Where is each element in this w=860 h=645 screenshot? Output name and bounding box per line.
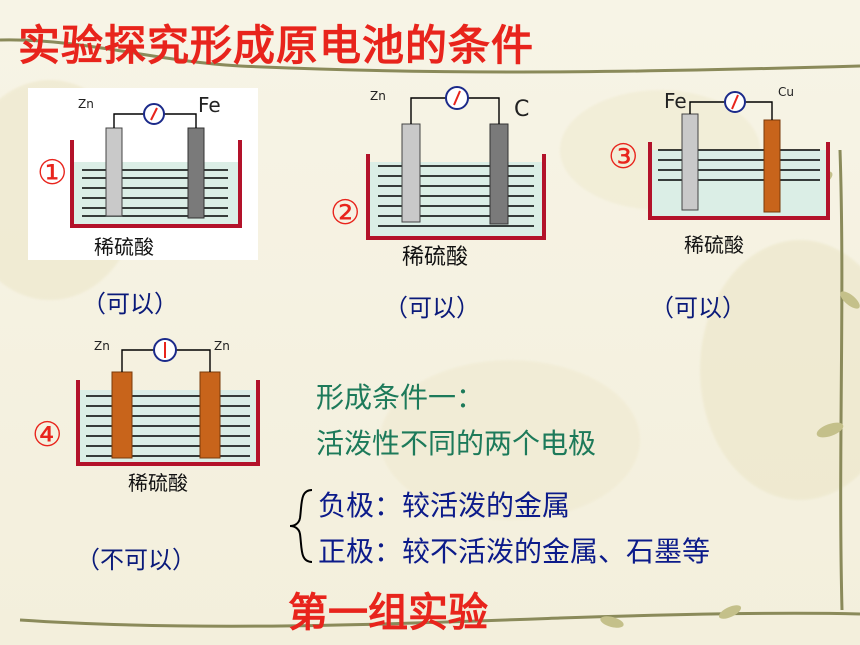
left-electrode-label: Zn bbox=[94, 339, 110, 353]
liquid bbox=[74, 162, 238, 224]
section-footer: 第一组实验 bbox=[288, 589, 488, 636]
condition-heading: 形成条件一： bbox=[316, 381, 485, 414]
beaker bbox=[76, 380, 260, 466]
wire bbox=[113, 113, 144, 128]
experiment-number: ④ bbox=[32, 415, 62, 455]
experiment-2-diagram: ② Zn C 稀硫酸 bbox=[330, 86, 546, 270]
negative-electrode-note: 负极：较活泼的金属 bbox=[318, 489, 571, 522]
background-decoration bbox=[700, 240, 860, 500]
experiment-3-result: （可以） bbox=[650, 294, 746, 322]
experiment-3-diagram: ③ Fe Cu 稀硫酸 bbox=[608, 85, 830, 257]
left-electrode-label: Fe bbox=[664, 89, 687, 113]
solution-label: 稀硫酸 bbox=[94, 235, 154, 259]
wire bbox=[410, 97, 446, 124]
experiment-4-diagram: ④ Zn Zn 稀硫酸 bbox=[32, 338, 260, 495]
beaker bbox=[366, 154, 546, 240]
wire bbox=[746, 101, 773, 120]
curly-brace-icon bbox=[289, 489, 313, 563]
electrode-right bbox=[489, 123, 509, 225]
wire bbox=[176, 349, 211, 372]
experiment-1-diagram: ① Zn Fe 稀硫酸 bbox=[28, 88, 258, 260]
beaker bbox=[648, 142, 830, 220]
experiment-number: ① bbox=[37, 153, 67, 193]
solution-label: 稀硫酸 bbox=[402, 245, 468, 270]
experiment-2-result: （可以） bbox=[384, 294, 480, 322]
right-electrode-label: Cu bbox=[778, 85, 794, 99]
experiment-4-result: （不可以） bbox=[76, 546, 196, 574]
solution-label: 稀硫酸 bbox=[128, 471, 188, 495]
left-electrode-label: Zn bbox=[370, 89, 386, 103]
experiment-1-result: （可以） bbox=[82, 290, 178, 318]
electrode-right bbox=[199, 371, 221, 459]
left-electrode-label: Zn bbox=[78, 97, 94, 111]
electrode-left bbox=[681, 113, 699, 211]
experiment-number: ② bbox=[330, 193, 360, 233]
wire bbox=[164, 113, 197, 128]
right-electrode-label: Fe bbox=[198, 93, 221, 117]
right-electrode-label: C bbox=[514, 97, 529, 122]
electrode-right bbox=[763, 119, 781, 213]
solution-label: 稀硫酸 bbox=[684, 233, 744, 257]
page-title: 实验探究形成原电池的条件 bbox=[18, 21, 535, 70]
electrode-right bbox=[187, 127, 205, 219]
condition-text: 活泼性不同的两个电极 bbox=[316, 427, 597, 460]
liquid bbox=[652, 150, 826, 216]
electrode-left bbox=[401, 123, 421, 223]
positive-electrode-note: 正极：较不活泼的金属、石墨等 bbox=[318, 535, 711, 568]
electrode-left bbox=[111, 371, 133, 459]
background-decoration bbox=[380, 360, 640, 520]
electrode-left bbox=[105, 127, 123, 217]
liquid bbox=[370, 162, 542, 236]
wire bbox=[121, 349, 154, 372]
beaker bbox=[70, 140, 242, 228]
experiment-number: ③ bbox=[608, 137, 638, 177]
wire bbox=[468, 97, 500, 124]
right-electrode-label: Zn bbox=[214, 339, 230, 353]
wire bbox=[689, 101, 724, 114]
